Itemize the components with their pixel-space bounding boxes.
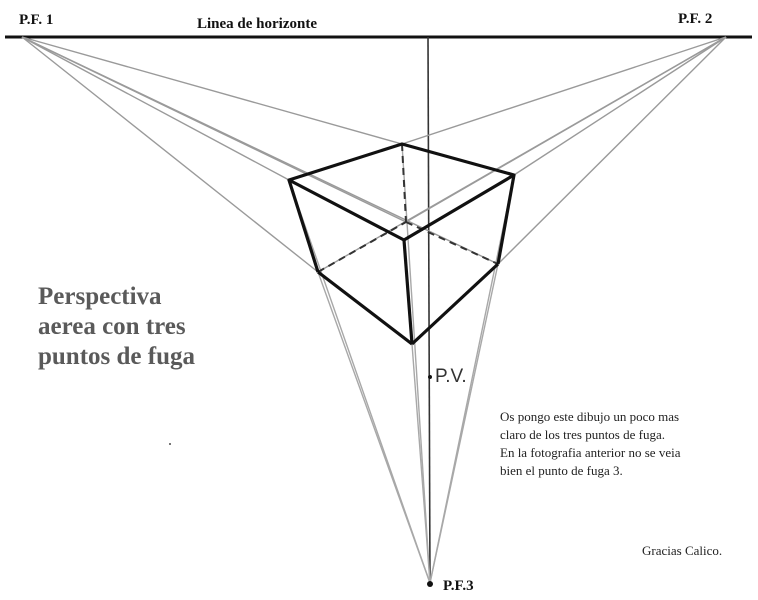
construction-lines-pf1 xyxy=(21,36,499,273)
title-line: aerea con tres xyxy=(38,313,186,340)
stray-dot xyxy=(169,443,171,445)
diagram-title: Perspectiva aerea con tres puntos de fug… xyxy=(38,282,195,372)
horizon-label: Linea de horizonte xyxy=(197,16,317,32)
pf3-point xyxy=(427,581,433,587)
title-line: Perspectiva xyxy=(38,283,162,310)
pv-label: P.V. xyxy=(435,366,467,387)
construction-lines-pf2 xyxy=(317,36,727,273)
note-line: Os pongo este dibujo un poco mas xyxy=(500,409,680,424)
cube-visible-edges xyxy=(287,142,516,346)
pv-point xyxy=(428,375,432,379)
note-line: En la fotografia anterior no se veia xyxy=(500,445,681,460)
title-line: puntos de fuga xyxy=(38,343,195,370)
explanatory-note: Os pongo este dibujo un poco mas claro d… xyxy=(500,408,680,480)
note-line: claro de los tres puntos de fuga. xyxy=(500,427,665,442)
pf1-label: P.F. 1 xyxy=(19,12,54,28)
pf2-label: P.F. 2 xyxy=(678,11,713,27)
pf3-label: P.F.3 xyxy=(443,578,474,594)
construction-lines-pf3 xyxy=(288,143,515,584)
thanks-note: Gracias Calico. xyxy=(642,543,723,558)
vertical-axis-line xyxy=(427,36,431,586)
note-line: bien el punto de fuga 3. xyxy=(500,463,623,478)
